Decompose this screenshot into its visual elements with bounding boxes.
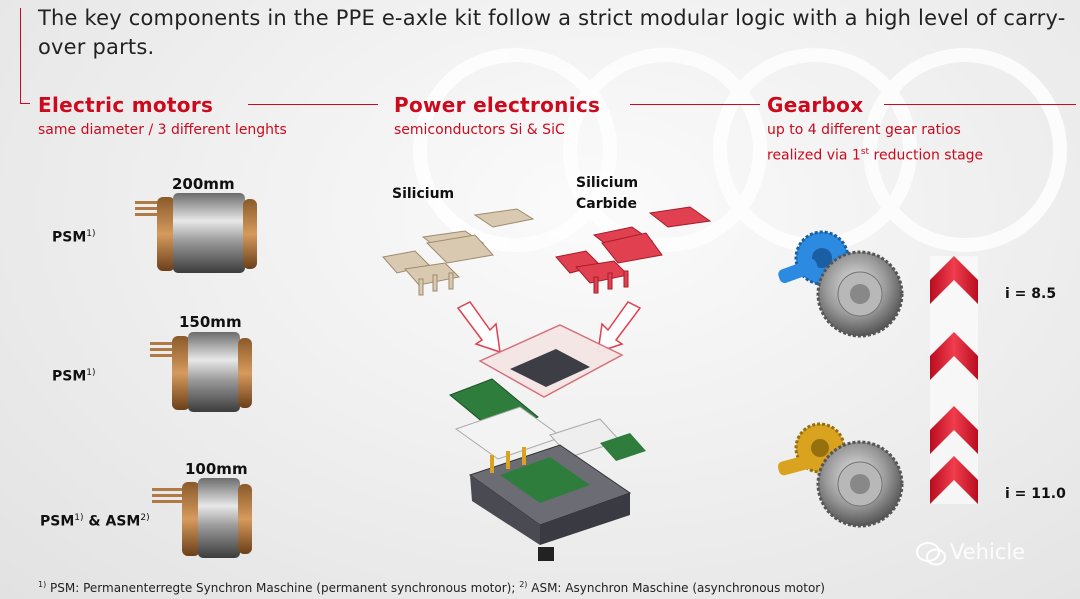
inverter-assembly-image xyxy=(449,324,646,561)
motor-type-label: PSM1) xyxy=(52,229,96,246)
background-rings-logo xyxy=(413,48,1067,252)
power-section-subtitle: semiconductors Si & SiC xyxy=(394,122,565,138)
converging-arrows xyxy=(456,301,642,354)
headline-bracket-foot xyxy=(20,103,30,104)
gear-ratio-bottom: i = 11.0 xyxy=(1005,486,1066,502)
gearset-gold-image xyxy=(777,422,904,528)
headline-bracket-line xyxy=(20,8,21,104)
gearbox-subtitle-line1: up to 4 different gear ratios xyxy=(767,122,961,138)
motor-200mm-image xyxy=(135,193,257,273)
motors-section-title: Electric motors xyxy=(38,93,214,117)
gearset-blue-image xyxy=(778,230,904,338)
wechat-icon xyxy=(916,542,946,566)
motor-150mm-image xyxy=(150,332,252,412)
motors-section-subtitle: same diameter / 3 different lenghts xyxy=(38,122,287,138)
power-section-title: Power electronics xyxy=(394,93,601,117)
motor-100mm-image xyxy=(152,478,252,558)
silicium-label: Silicium xyxy=(392,186,455,202)
motor-length-label: 100mm xyxy=(185,460,248,478)
motor-type-label: PSM1) xyxy=(52,368,96,385)
motor-length-label: 150mm xyxy=(179,313,242,331)
silicium-carbide-label: Silicium Carbide xyxy=(576,175,639,212)
power-title-rule xyxy=(630,104,760,105)
motor-length-label: 200mm xyxy=(172,175,235,193)
gear-ratio-chevron-scale xyxy=(930,256,978,504)
motors-title-rule xyxy=(248,104,378,105)
gear-ratio-top: i = 8.5 xyxy=(1005,286,1057,302)
watermark-text: Vehicle xyxy=(950,540,1026,564)
gearbox-section-title: Gearbox xyxy=(767,93,864,117)
silicium-carbide-module-parts xyxy=(555,206,712,294)
gearbox-subtitle-line2: realized via 1st reduction stage xyxy=(767,147,984,164)
page-headline: The key components in the PPE e-axle kit… xyxy=(38,6,1066,59)
footnote: 1) PSM: Permanenterregte Synchron Maschi… xyxy=(38,580,825,595)
motor-type-label: PSM1) & ASM2) xyxy=(40,513,150,530)
gearbox-title-rule xyxy=(884,104,1076,105)
silicium-module-parts xyxy=(382,208,535,296)
